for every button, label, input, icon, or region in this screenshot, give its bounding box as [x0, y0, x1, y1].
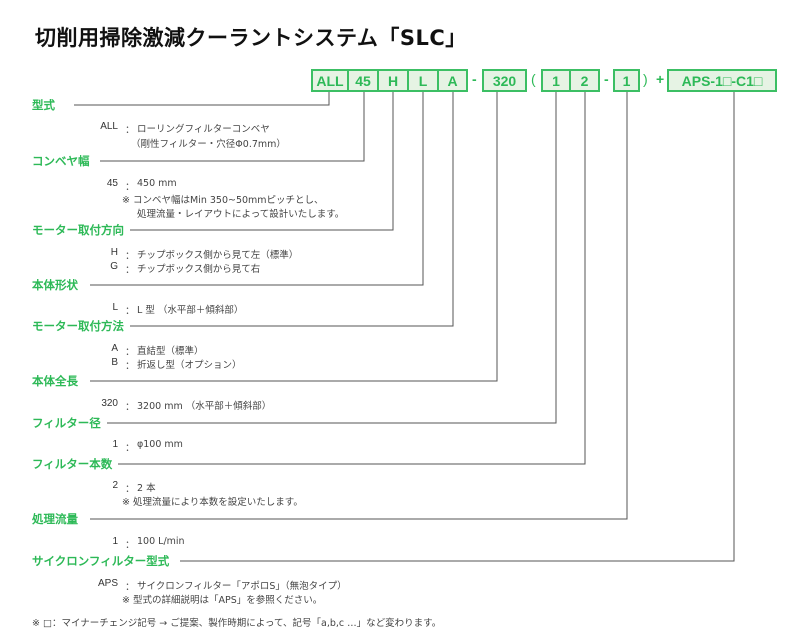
item-desc: 3200 mm （水平部＋傾斜部）	[137, 401, 272, 412]
item-code: G	[110, 261, 118, 272]
code-box-motor-direction: H	[377, 69, 409, 92]
item-desc: 折返し型（オプション）	[137, 360, 242, 371]
leader-line	[130, 92, 394, 231]
page-title: 切削用掃除激減クーラントシステム「SLC」	[35, 26, 467, 50]
leader-line	[74, 92, 330, 106]
section-heading: フィルター本数	[32, 456, 119, 472]
item-desc: チップボックス側から見て左（標準）	[137, 250, 299, 261]
section-heading: 処理流量	[32, 511, 84, 527]
section-heading: 型式	[32, 97, 61, 113]
colon: ：	[125, 182, 135, 193]
note: ※ 型式の詳細説明は「APS」を参照ください。	[122, 595, 323, 606]
item-code: L	[112, 302, 118, 313]
section-heading: フィルター径	[32, 415, 107, 431]
colon: ：	[125, 306, 135, 317]
colon: ：	[125, 265, 135, 276]
item-desc: 450 mm	[137, 178, 177, 189]
code-box-width: 45	[347, 69, 379, 92]
colon: ：	[125, 443, 135, 454]
item-desc: ローリングフィルターコンベヤ	[137, 124, 270, 135]
note: （剛性フィルター・穴径Φ0.7mm）	[131, 139, 286, 150]
section-heading: サイクロンフィルター型式	[32, 553, 176, 569]
item-desc: チップボックス側から見て右	[137, 264, 261, 275]
code-box-motor-mount: A	[437, 69, 468, 92]
code-box-cyclone: APS-1□-C1□	[667, 69, 777, 92]
note: 処理流量・レイアウトによって設計いたします。	[137, 209, 345, 220]
leader-line	[180, 92, 735, 562]
section-heading: コンベヤ幅	[32, 153, 96, 169]
footnote: ※ □：マイナーチェンジ記号 → ご提案、製作時期によって、記号「a,b,c ……	[32, 618, 442, 629]
code-box-length: 320	[482, 69, 527, 92]
item-desc: 2 本	[137, 483, 156, 494]
section-heading: 本体形状	[32, 277, 84, 293]
leader-line	[100, 92, 365, 162]
colon: ：	[125, 361, 135, 372]
code-box-filter-count: 2	[569, 69, 600, 92]
colon: ：	[125, 540, 135, 551]
code-box-filter-diameter: 1	[541, 69, 571, 92]
item-code: 45	[106, 178, 118, 189]
code-box-type: ALL	[311, 69, 349, 92]
item-code: 1	[112, 439, 118, 450]
item-code: A	[111, 343, 118, 354]
item-code: ALL	[100, 121, 118, 132]
item-code: 2	[112, 480, 118, 491]
leader-line	[105, 92, 557, 424]
separator-close-paren: )	[643, 71, 648, 87]
colon: ：	[125, 484, 135, 495]
leader-line	[115, 92, 586, 465]
item-desc: L 型 （水平部＋傾斜部）	[137, 305, 244, 316]
item-desc: 100 L/min	[137, 536, 185, 547]
leader-line	[90, 92, 628, 520]
code-box-shape: L	[407, 69, 439, 92]
separator-plus: +	[656, 71, 665, 87]
item-desc: サイクロンフィルター「アポロS」（無泡タイプ）	[137, 581, 347, 592]
separator-open-paren: (	[531, 71, 536, 87]
colon: ：	[125, 125, 135, 136]
item-code: H	[110, 247, 118, 258]
leader-line	[90, 92, 498, 382]
note: ※ 処理流量により本数を設定いたします。	[122, 497, 303, 508]
item-desc: φ100 mm	[137, 439, 183, 450]
leader-line	[90, 92, 424, 286]
section-heading: モーター取付方法	[32, 318, 130, 334]
separator-dash: -	[604, 71, 609, 87]
item-code: B	[111, 357, 118, 368]
section-heading: モーター取付方向	[32, 222, 130, 238]
item-code: 1	[112, 536, 118, 547]
code-box-flow: 1	[613, 69, 640, 92]
note: ※ コンベヤ幅はMin 350~50mmピッチとし、	[122, 195, 324, 206]
colon: ：	[125, 347, 135, 358]
leader-line	[130, 92, 454, 327]
colon: ：	[125, 582, 135, 593]
section-heading: 本体全長	[32, 373, 84, 389]
colon: ：	[125, 402, 135, 413]
item-code: 320	[101, 398, 118, 409]
separator-dash: -	[472, 71, 477, 87]
item-desc: 直結型（標準）	[137, 346, 204, 357]
colon: ：	[125, 251, 135, 262]
item-code: APS	[97, 578, 118, 589]
